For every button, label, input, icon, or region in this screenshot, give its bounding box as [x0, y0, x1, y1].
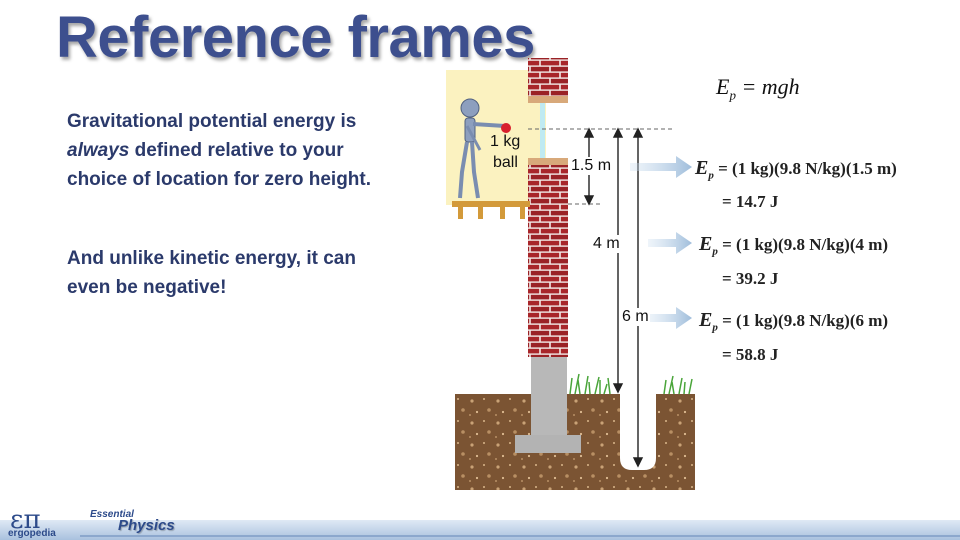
- equation-general: Ep = mgh: [716, 74, 800, 103]
- equation-row-1-sub: p: [708, 169, 714, 182]
- paragraph-definition-start: Gravitational potential energy is: [67, 111, 357, 132]
- equation-general-rhs: = mgh: [735, 74, 800, 99]
- ball-mass-label: 1 kg: [490, 133, 521, 150]
- emphasis-always: always: [67, 140, 130, 161]
- pointer-arrows: [630, 156, 692, 329]
- equation-row-1: Ep = (1 kg)(9.8 N/kg)(1.5 m): [695, 157, 897, 181]
- foundation: [531, 355, 567, 435]
- paragraph-negative: And unlike kinetic energy, it can even b…: [67, 248, 356, 298]
- footer-bar: [0, 520, 960, 540]
- robot-figure: [458, 98, 506, 199]
- dimension-arrows: [583, 127, 644, 468]
- table: [452, 201, 530, 219]
- paragraph-definition: Gravitational potential energy is always…: [67, 107, 377, 194]
- equation-result-2: = 39.2 J: [722, 269, 779, 288]
- equation-row-3: Ep = (1 kg)(9.8 N/kg)(6 m): [699, 309, 888, 333]
- ergopedia-logo-text: ergopedia: [8, 528, 56, 539]
- equation-result-1: = 14.7 J: [722, 192, 779, 211]
- equation-general-sub: p: [729, 87, 736, 103]
- ergopedia-logo-icon: επ: [10, 505, 41, 535]
- ball-label: ball: [493, 154, 518, 171]
- height-label-2: 4 m: [592, 235, 621, 253]
- equation-result-3: = 58.8 J: [722, 345, 779, 364]
- equation-row-3-E: E: [699, 309, 713, 331]
- paragraph-definition-end: defined relative to your choice of locat…: [67, 140, 372, 190]
- series-label-essential: Essential: [90, 509, 134, 520]
- equation-row-2-E: E: [699, 233, 713, 255]
- height-label-1: 1.5 m: [570, 157, 613, 175]
- equation-row-1-expr: = (1 kg)(9.8 N/kg)(1.5 m): [713, 159, 897, 178]
- equation-row-1-E: E: [695, 157, 709, 179]
- equation-row-2: Ep = (1 kg)(9.8 N/kg)(4 m): [699, 233, 888, 257]
- grass: [569, 373, 693, 395]
- series-label-physics: Physics: [118, 517, 175, 534]
- equation-row-2-sub: p: [712, 245, 718, 258]
- glass-pane: [540, 103, 545, 158]
- equation-row-2-expr: = (1 kg)(9.8 N/kg)(4 m): [717, 235, 889, 254]
- brick-top: [528, 58, 568, 100]
- ball: [501, 123, 511, 133]
- equation-row-3-sub: p: [712, 321, 718, 334]
- equation-general-lhs: E: [716, 74, 730, 99]
- height-label-3: 6 m: [621, 308, 650, 326]
- brick-column: [528, 165, 568, 357]
- footing: [515, 435, 581, 453]
- equation-row-3-expr: = (1 kg)(9.8 N/kg)(6 m): [717, 311, 889, 330]
- slide-title: Reference frames: [56, 5, 535, 70]
